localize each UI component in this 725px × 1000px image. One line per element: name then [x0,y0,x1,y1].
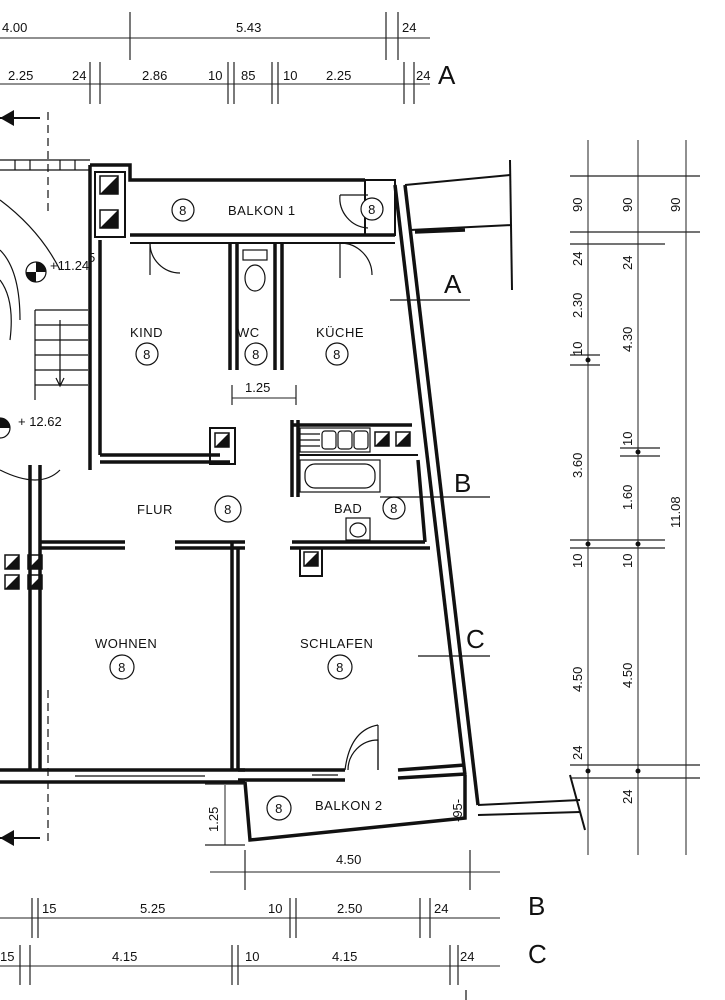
bottom-dimension-chain-b: 15 5.25 10 2.50 24 B [0,891,545,938]
dim-bottom-c-4: 24 [460,949,474,964]
dim-right2-1: 24 [620,256,635,270]
dim-bottom-c-2: 10 [245,949,259,964]
dim-right2-3: 10 [620,432,635,446]
section-marker-c: C [466,624,485,654]
bottom-dimension-chain-c: 15 4.15 10 4.15 24 C [0,939,547,1000]
dim-right2-6: 4.50 [620,663,635,688]
dim-right2-2: 4.30 [620,327,635,352]
dim-right1-3: 10 [570,342,585,356]
wohnen-label: WOHNEN [95,636,157,651]
axis-marker-c-bottom: C [528,939,547,969]
balkon1-badge: 8 [179,203,187,218]
dim-bottom-b-1: 5.25 [140,901,165,916]
wohnen-badge: 8 [118,660,126,675]
dim-bottom-b-0: 15 [42,901,56,916]
level-upper: +11.24 [50,258,89,273]
top-dimension-chain-2: 2.25 24 2.86 10 85 10 2.25 24 [0,62,430,104]
room-labels: KIND 8 WC 8 KÜCHE 8 FLUR 8 BAD 8 WOHNEN … [95,325,406,680]
section-marker-a: A [444,269,462,299]
stairwell: +11.24 5 + 12.62 [0,110,95,846]
bad-badge: 8 [390,501,398,516]
dim-right3-0: 90 [668,198,683,212]
dim-right1-4: 3.60 [570,453,585,478]
dim-bottom-b-2: 10 [268,901,282,916]
dim-top2-3: 10 [208,68,222,83]
dim-right2-0: 90 [620,198,635,212]
kueche-label: KÜCHE [316,325,364,340]
wc-label: WC [237,325,260,340]
wc-badge: 8 [252,347,260,362]
dim-top2-0: 2.25 [8,68,33,83]
flur-badge: 8 [224,502,232,517]
exterior-walls [0,159,586,831]
schlafen-label: SCHLAFEN [300,636,373,651]
doors [149,242,379,771]
axis-marker-a-top: A [438,60,456,90]
dim-right1-2: 2.30 [570,293,585,318]
dim-top1-0: 4.00 [2,20,27,35]
dim-right2-7: 24 [620,790,635,804]
top-dimension-chain-1: 4.00 5.43 24 [0,12,430,60]
dim-right2-4: 1.60 [620,485,635,510]
dim-top1-1: 5.43 [236,20,261,35]
dim-right1-6: 4.50 [570,667,585,692]
balkon-1: 8 BALKON 1 8 [94,171,396,244]
dim-top2-6: 2.25 [326,68,351,83]
dim-right1-1: 24 [570,252,585,266]
wc-dimension: 1.25 [231,380,297,405]
dim-right3-1: 11.08 [668,496,683,528]
bad-label: BAD [334,501,362,516]
schlafen-badge: 8 [336,660,344,675]
section-marker-b: B [454,468,471,498]
dim-right2-5: 10 [620,554,635,568]
kueche-badge: 8 [333,347,341,362]
balkon2-label: BALKON 2 [315,798,383,813]
dim-bottom-c-3: 4.15 [332,949,357,964]
balkon1-badge-2: 8 [368,202,376,217]
dim-balkon2-width: 4.50 [336,852,361,867]
axis-marker-b-bottom: B [528,891,545,921]
dim-top2-2: 2.86 [142,68,167,83]
dim-bottom-b-3: 2.50 [337,901,362,916]
balkon1-label: BALKON 1 [228,203,296,218]
balkon2-badge: 8 [275,801,283,816]
dim-bottom-c-0: 15 [0,949,14,964]
level-lower: + 12.62 [18,414,62,429]
dim-balkon2-slope: -95- [450,799,465,822]
right-dimension-chains: 90 24 2.30 10 3.60 10 4.50 24 90 24 4.30… [570,140,700,855]
dim-top2-1: 24 [72,68,86,83]
section-markers: A B C [380,269,490,657]
dim-right1-7: 24 [570,746,585,760]
dim-balkon2-depth: 1.25 [206,807,221,832]
dim-top2-5: 10 [283,68,297,83]
dim-top2-4: 85 [241,68,255,83]
dim-bottom-c-1: 4.15 [112,949,137,964]
dim-bottom-b-4: 24 [434,901,448,916]
kind-label: KIND [130,325,163,340]
flur-label: FLUR [137,502,173,517]
dim-right1-0: 90 [570,198,585,212]
balkon-2: 8 BALKON 2 -95- 1.25 4.50 [205,775,500,890]
kind-badge: 8 [143,347,151,362]
dim-top2-7: 24 [416,68,430,83]
dim-wc-width: 1.25 [245,380,270,395]
interior-walls [4,243,467,782]
fixtures [242,249,411,541]
dim-right1-5: 10 [570,554,585,568]
dim-top1-2: 24 [402,20,416,35]
